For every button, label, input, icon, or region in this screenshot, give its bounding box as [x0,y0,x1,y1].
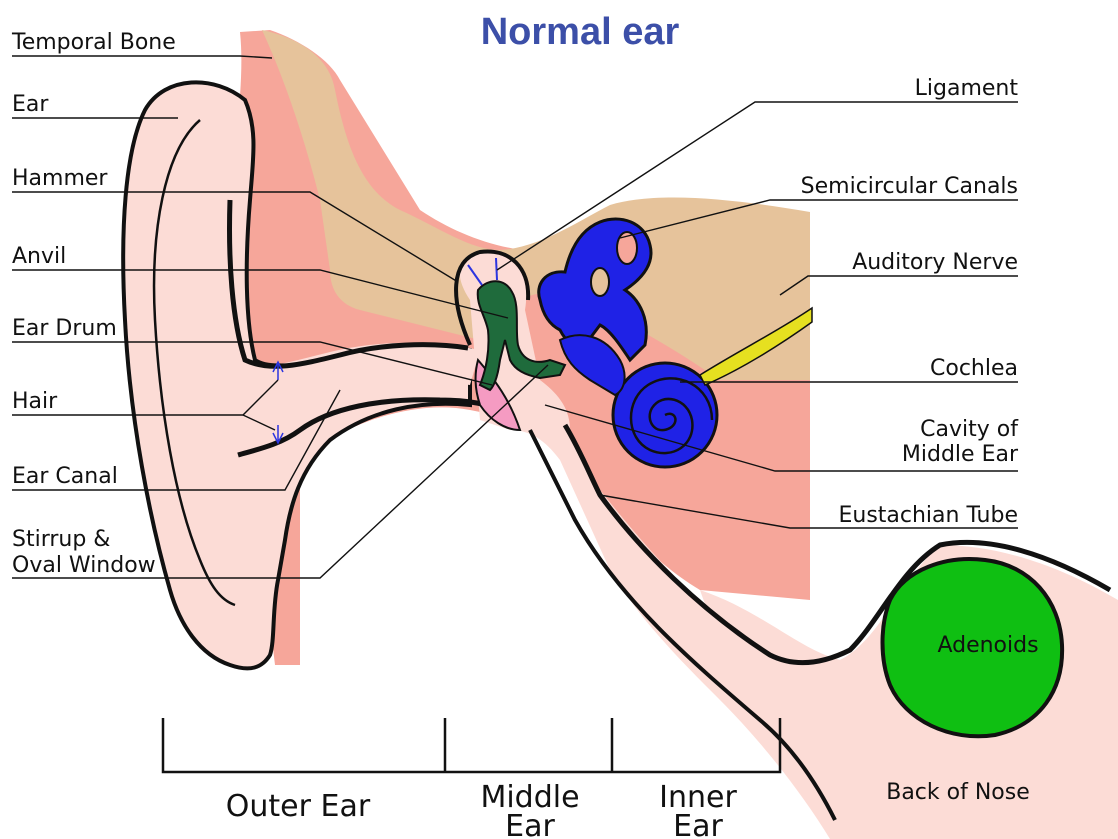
region-outer-ear: Outer Ear [226,789,371,824]
label-anvil: Anvil [12,244,66,269]
leader-temporal-bone [12,56,272,58]
label-semicircular-canals: Semicircular Canals [801,174,1018,199]
label-stirrup-line-1: Stirrup & [12,527,110,552]
leader-auditory-nerve [780,276,1018,295]
label-adenoids: Adenoids [937,633,1038,658]
label-hammer: Hammer [12,166,108,191]
diagram-title: Normal ear [481,11,680,53]
label-ear: Ear [12,92,49,117]
label-auditory-nerve: Auditory Nerve [852,250,1018,275]
label-stirrup-line-2: Oval Window [12,553,156,578]
label-temporal-bone: Temporal Bone [11,30,176,55]
region-middle-ear-line-2: Ear [505,809,555,839]
ligament-line-2 [496,258,497,280]
label-back-of-nose: Back of Nose [886,780,1030,805]
region-bracket [163,718,780,772]
label-ligament: Ligament [915,76,1019,101]
label-cavity-line-2: Middle Ear [902,442,1019,467]
label-eustachian-tube: Eustachian Tube [838,503,1018,528]
label-cavity-line-1: Cavity of [920,417,1019,442]
region-inner-ear-line-2: Ear [673,809,723,839]
label-ear-drum: Ear Drum [12,316,117,341]
label-cochlea: Cochlea [930,356,1018,381]
label-ear-canal: Ear Canal [12,464,118,489]
semicircular-canal-loop-2 [591,268,609,296]
label-hair: Hair [12,389,58,414]
